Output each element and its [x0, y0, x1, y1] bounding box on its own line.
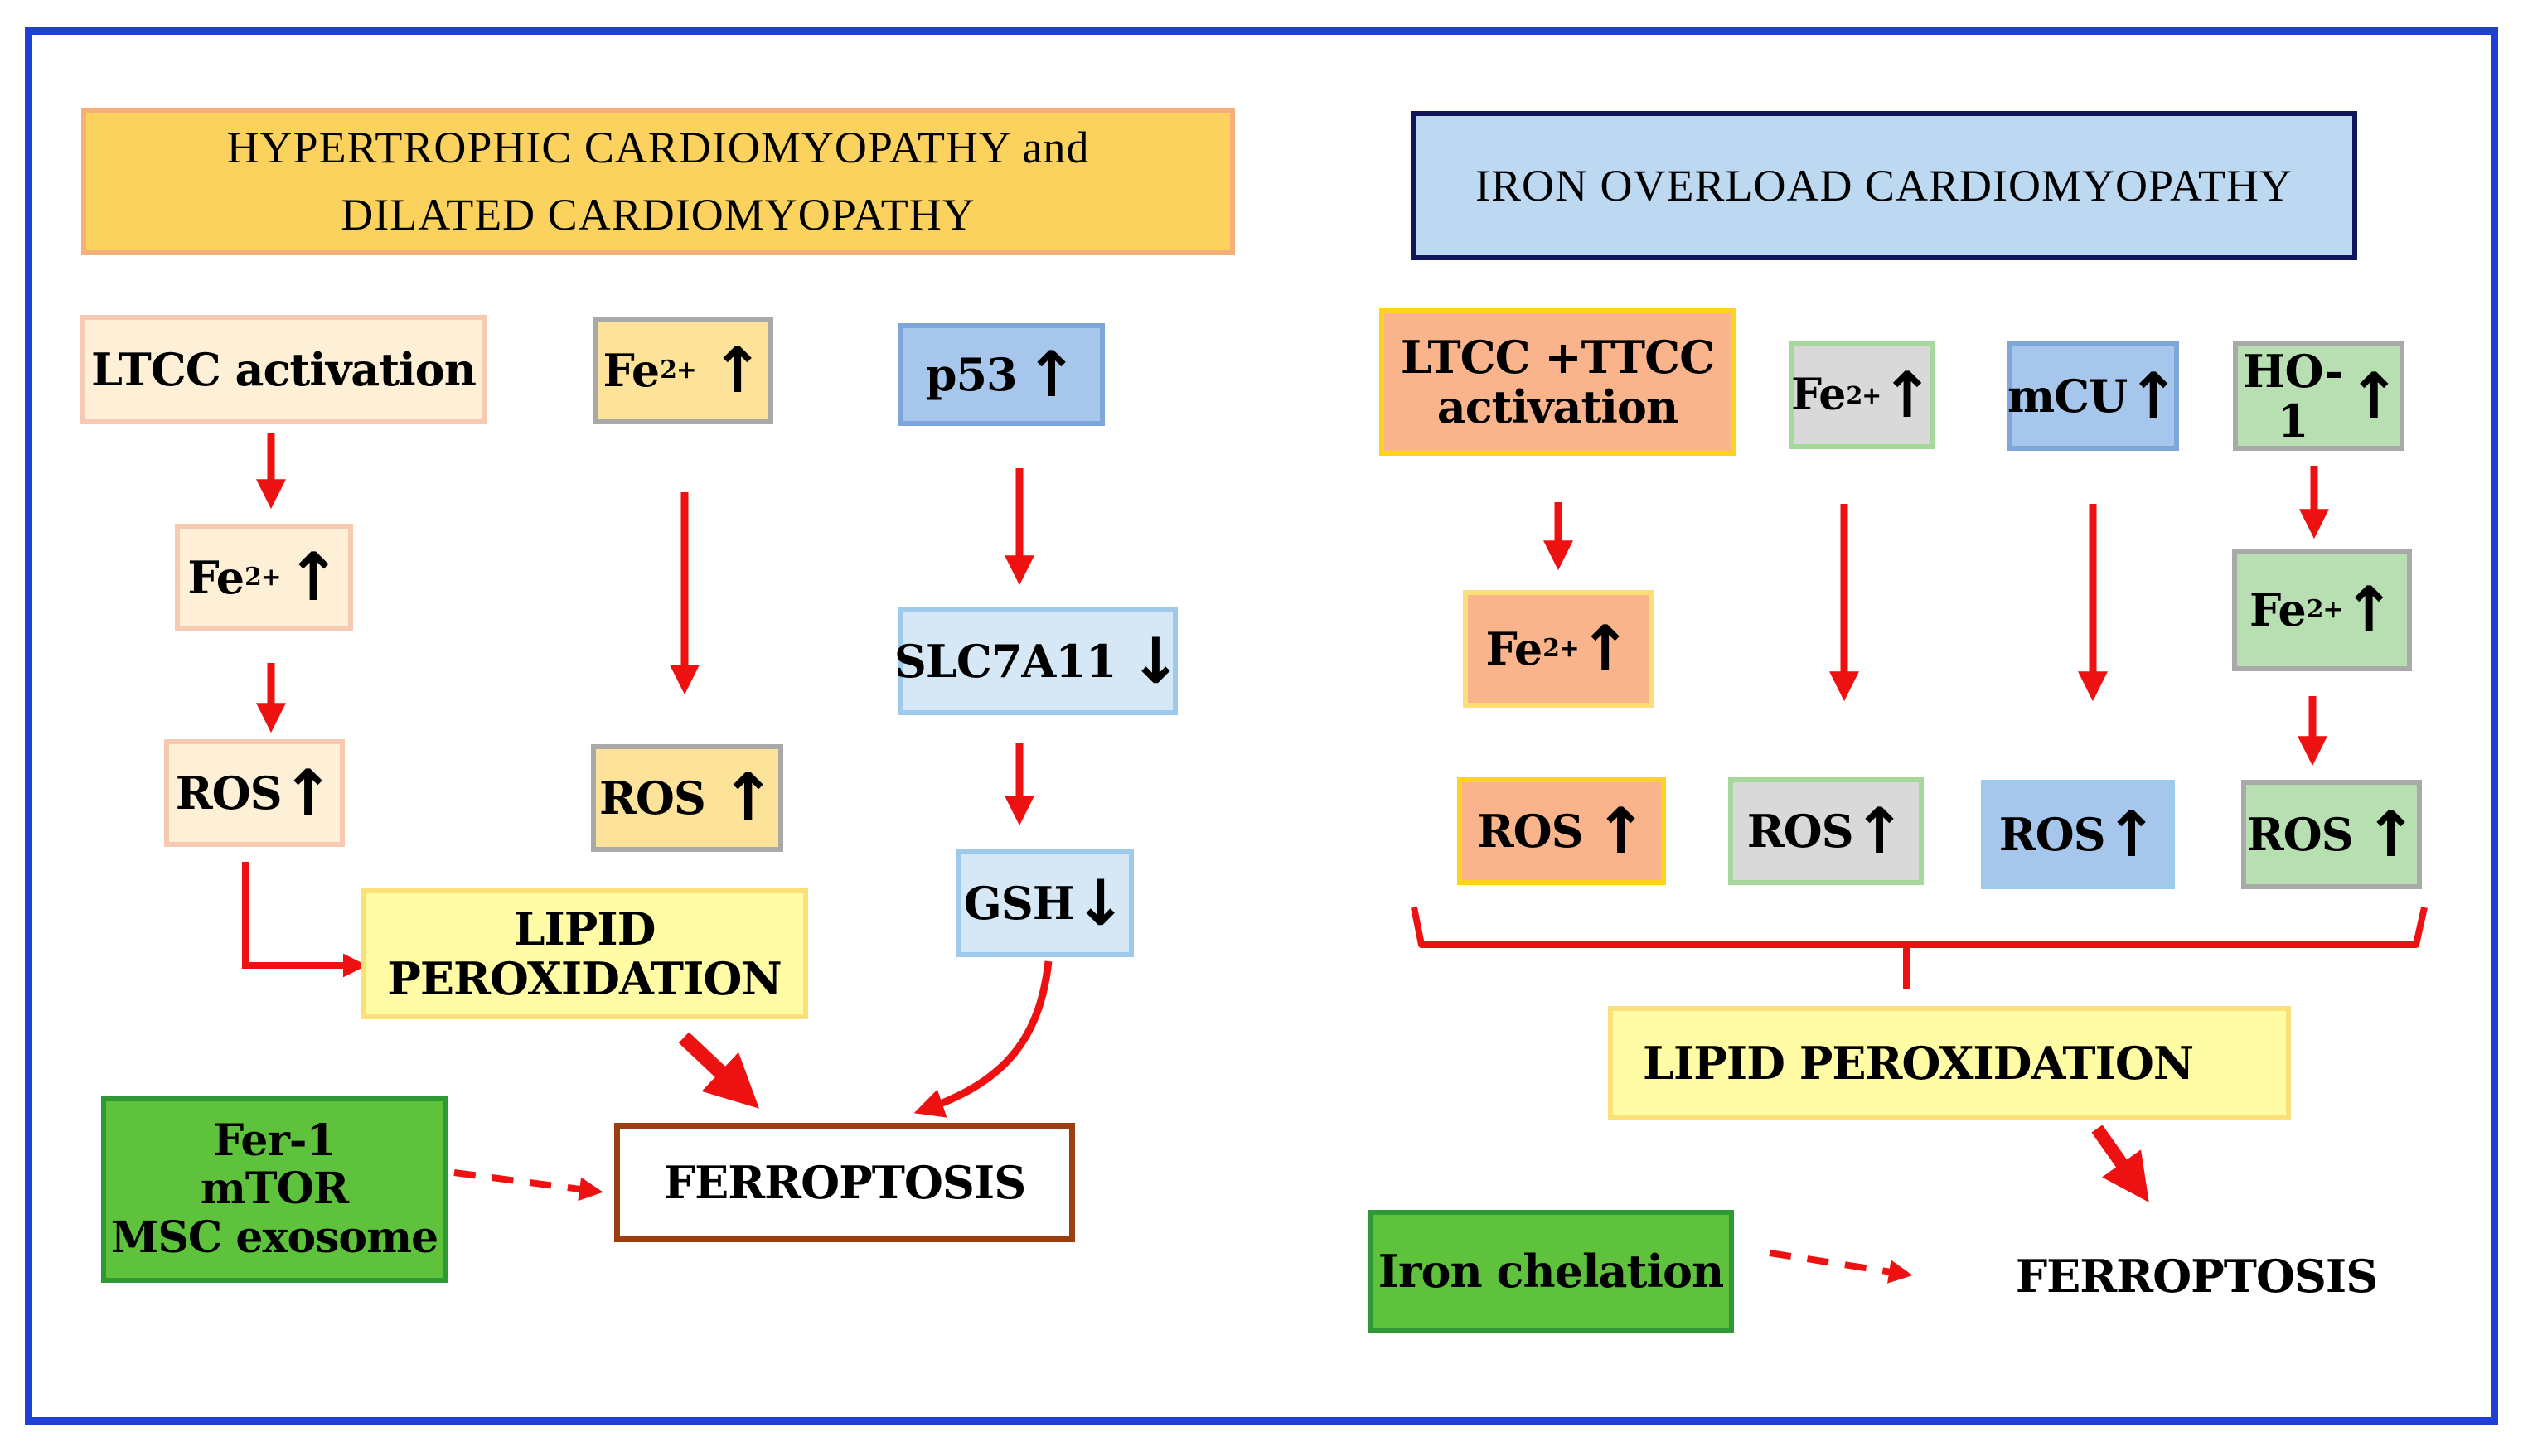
- ferroptosis-node-right: FERROPTOSIS: [1981, 1235, 2412, 1318]
- arrow-lipid-to-ferroptosis-left: [678, 1032, 759, 1109]
- fe-label: Fe: [2249, 583, 2307, 636]
- ho1-node: HO-1↑: [2233, 341, 2404, 451]
- ros-node-left-col1: ROS↑: [164, 739, 345, 847]
- ho1-label: HO-1: [2243, 344, 2342, 447]
- mcu-label: mCU: [2007, 369, 2128, 423]
- ros-node-left-col2: ROS↑: [591, 744, 783, 852]
- slc7a11-node: SLC7A11↓: [894, 607, 1182, 715]
- lipid-line1: LIPID: [513, 902, 656, 955]
- up-arrow-icon: ↑: [719, 759, 776, 837]
- slc7a11-label: SLC7A11: [893, 634, 1117, 688]
- ros-node-right-col4: ROS↑: [2241, 780, 2422, 889]
- down-arrow-icon: ↓: [1129, 624, 1182, 699]
- up-arrow-icon: ↑: [2342, 573, 2395, 647]
- ros-node-right-col2: ROS↑: [1728, 777, 1924, 885]
- arrow-ros-to-lipid-left: [242, 862, 367, 978]
- ros-node-right-col3: ROS↑: [1981, 780, 2175, 889]
- fe-label: Fe: [1485, 622, 1543, 675]
- inhibitor-mtor: mTOR: [200, 1163, 349, 1215]
- fe-charge: 2+: [2306, 595, 2344, 625]
- fe-label: Fe: [603, 343, 661, 397]
- ferroptosis-node-left: FERROPTOSIS: [614, 1123, 1075, 1242]
- ferroptosis-label: FERROPTOSIS: [663, 1155, 1026, 1209]
- up-arrow-icon: ↑: [2347, 359, 2400, 433]
- lipid-peroxidation-node-left: LIPID PEROXIDATION: [361, 888, 808, 1019]
- inhibitors-node-left: Fer-1 mTOR MSC exosome: [101, 1096, 448, 1283]
- lipid-label: LIPID PEROXIDATION: [1643, 1036, 2194, 1090]
- p53-node: p53↑: [898, 323, 1105, 426]
- ros-label: ROS: [175, 766, 283, 820]
- up-arrow-icon: ↑: [710, 333, 764, 408]
- up-arrow-icon: ↑: [281, 756, 335, 830]
- inhibitor-fer1: Fer-1: [213, 1115, 336, 1167]
- iron-chelation-node: Iron chelation: [1368, 1210, 1734, 1333]
- ltcc-ttcc-line2: activation: [1436, 380, 1678, 433]
- left-panel-title-line2: DILATED CARDIOMYOPATHY: [341, 190, 976, 239]
- outer-frame: [25, 27, 2498, 1425]
- right-panel-title: IRON OVERLOAD CARDIOMYOPATHY: [1411, 111, 2357, 260]
- up-arrow-icon: ↑: [1578, 612, 1632, 686]
- mcu-node: mCU↑: [2007, 341, 2180, 451]
- up-arrow-icon: ↑: [1852, 794, 1906, 868]
- ros-label: ROS: [599, 771, 706, 825]
- ros-label: ROS: [1998, 807, 2106, 861]
- ltcc-ttcc-activation-node: LTCC +TTCC activation: [1379, 308, 1736, 456]
- inhibitor-msc-exosome: MSC exosome: [110, 1212, 438, 1263]
- p53-label: p53: [925, 347, 1018, 401]
- ros-label: ROS: [1746, 804, 1854, 858]
- left-panel-title: HYPERTROPHIC CARDIOMYOPATHY and DILATED …: [81, 108, 1235, 255]
- up-arrow-icon: ↑: [2127, 359, 2180, 433]
- gsh-label: GSH: [963, 876, 1075, 930]
- up-arrow-icon: ↑: [2104, 797, 2158, 872]
- left-panel-title-line1: HYPERTROPHIC CARDIOMYOPATHY and: [226, 123, 1090, 172]
- arrow-gsh-to-ferroptosis: [913, 960, 1053, 1118]
- ros-label: ROS: [1476, 804, 1584, 858]
- right-panel-title-text: IRON OVERLOAD CARDIOMYOPATHY: [1475, 160, 2293, 210]
- fe-charge: 2+: [660, 356, 697, 385]
- fe-charge: 2+: [1846, 380, 1881, 409]
- ros-label: ROS: [2246, 807, 2354, 861]
- up-arrow-icon: ↑: [2364, 797, 2418, 872]
- ltcc-ttcc-line1: LTCC +TTCC: [1400, 330, 1715, 384]
- ltcc-activation-label: LTCC activation: [91, 342, 477, 396]
- down-arrow-icon: ↓: [1073, 866, 1127, 941]
- lipid-peroxidation-node-right: LIPID PEROXIDATION: [1608, 1006, 2291, 1120]
- up-arrow-icon: ↑: [1594, 794, 1648, 868]
- fe-label: Fe: [1791, 369, 1846, 420]
- up-arrow-icon: ↑: [1024, 337, 1078, 412]
- fe-charge: 2+: [245, 563, 282, 593]
- convergence-brace: [1411, 907, 2428, 989]
- fe-charge: 2+: [1542, 634, 1580, 664]
- lipid-line2: PEROXIDATION: [387, 952, 782, 1005]
- iron-chelation-label: Iron chelation: [1378, 1244, 1725, 1298]
- arrow-inhibitors-to-ferroptosis-left: [453, 1169, 603, 1202]
- ros-node-right-col1: ROS↑: [1457, 777, 1666, 885]
- gsh-node: GSH↓: [956, 849, 1134, 957]
- up-arrow-icon: ↑: [1881, 358, 1934, 433]
- ltcc-activation-node: LTCC activation: [80, 315, 487, 424]
- fe-label: Fe: [187, 550, 245, 604]
- up-arrow-icon: ↑: [285, 539, 341, 617]
- ferroptosis-label: FERROPTOSIS: [2015, 1249, 2378, 1303]
- arrow-lipid-to-ferroptosis-right: [2091, 1125, 2149, 1202]
